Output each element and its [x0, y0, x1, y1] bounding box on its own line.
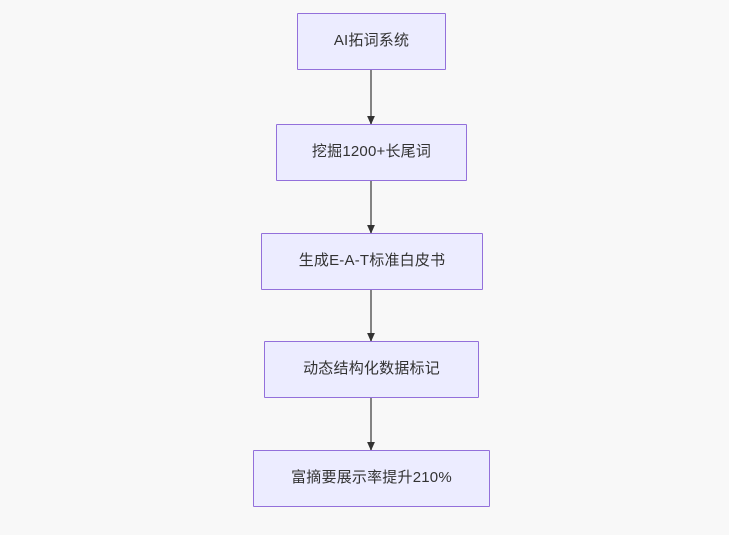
flow-node-n3[interactable]: 生成E-A-T标准白皮书	[261, 233, 483, 290]
flow-node-n5[interactable]: 富摘要展示率提升210%	[253, 450, 490, 507]
flow-node-n1[interactable]: AI拓词系统	[297, 13, 446, 70]
flow-node-label: 生成E-A-T标准白皮书	[298, 252, 446, 270]
flow-node-label: 挖掘1200+长尾词	[311, 143, 432, 161]
flow-node-n4[interactable]: 动态结构化数据标记	[264, 341, 479, 398]
flow-node-label: AI拓词系统	[333, 32, 410, 50]
flow-node-label: 动态结构化数据标记	[303, 360, 440, 378]
flow-node-label: 富摘要展示率提升210%	[291, 469, 452, 487]
flow-node-n2[interactable]: 挖掘1200+长尾词	[276, 124, 467, 181]
